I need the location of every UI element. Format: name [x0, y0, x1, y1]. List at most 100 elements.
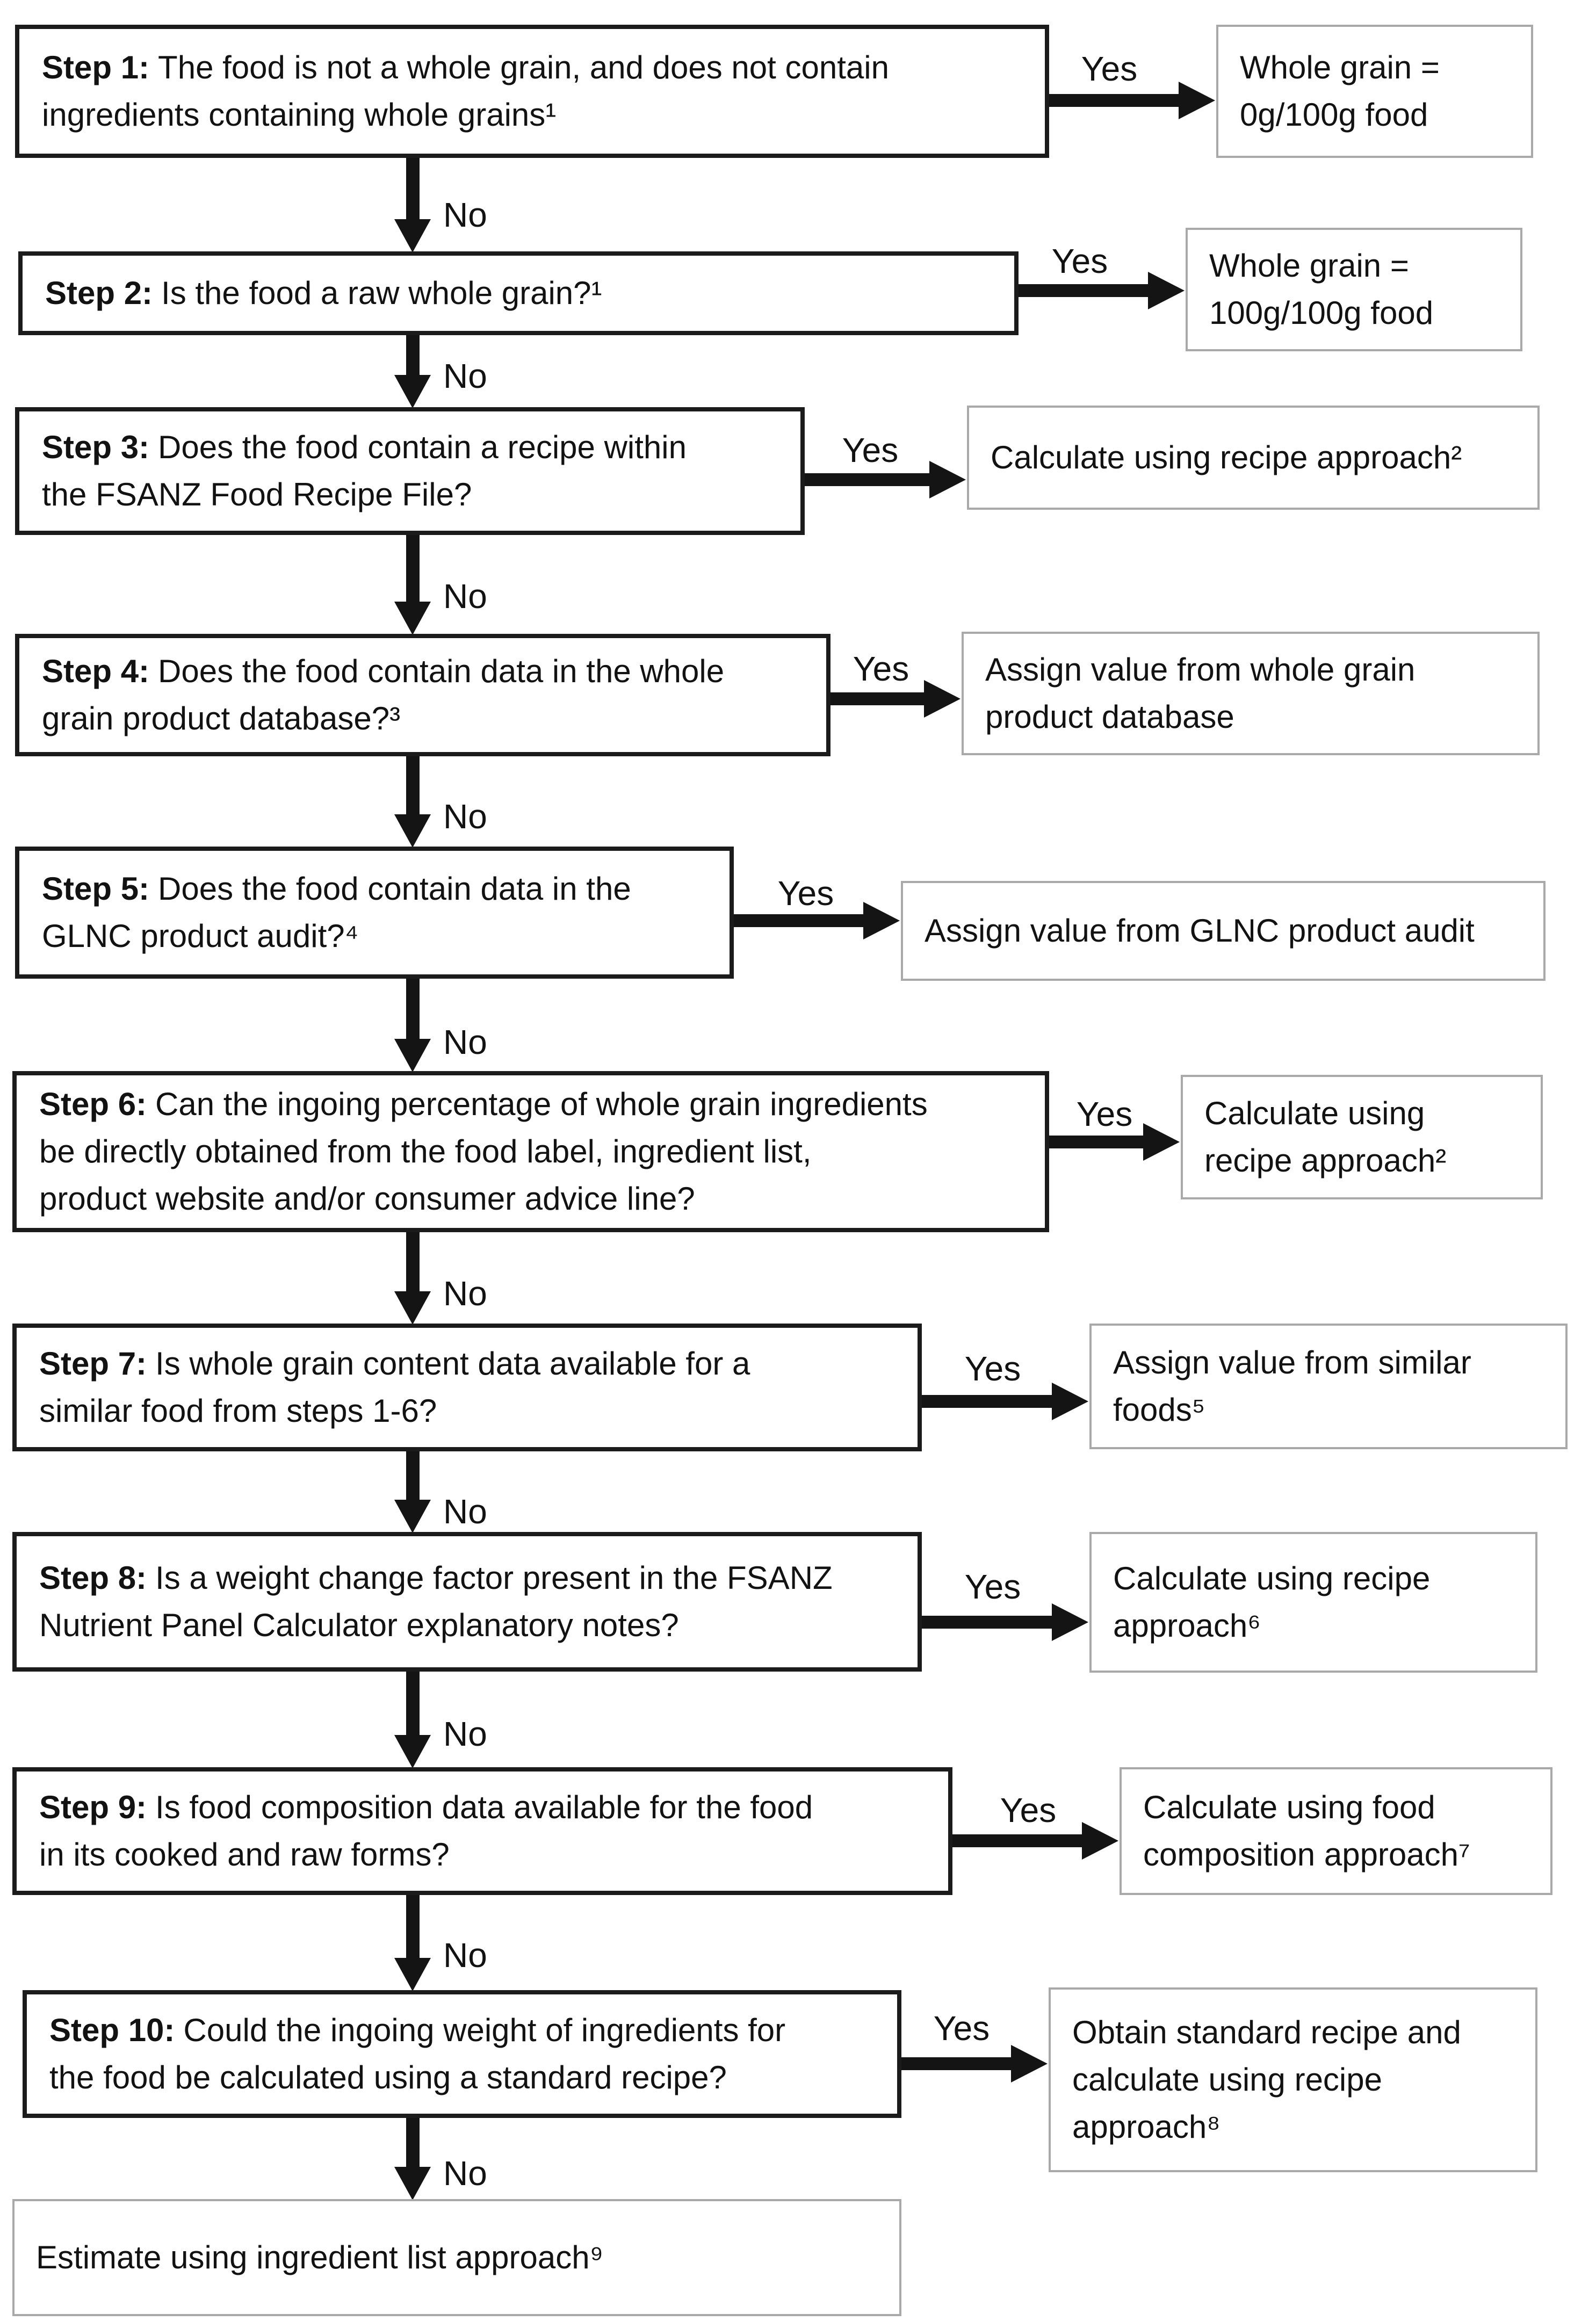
step-number-label: Step 8:: [39, 1560, 147, 1596]
step-number-label: Step 3:: [42, 429, 150, 465]
yes-label: Yes: [964, 1349, 1021, 1388]
question-text: ingredients containing whole grains¹: [42, 97, 557, 133]
step-7-question-box: Step 7:Is whole grain content data avail…: [12, 1324, 922, 1451]
question-line: the FSANZ Food Recipe File?: [42, 471, 797, 518]
question-text: Is food composition data available for t…: [155, 1789, 813, 1825]
question-text: The food is not a whole grain, and does …: [158, 49, 889, 85]
no-label: No: [443, 1936, 487, 1975]
step-2-result-box: Whole grain = 100g/100g food: [1186, 228, 1522, 351]
question-line: Step 7:Is whole grain content data avail…: [39, 1340, 914, 1387]
question-line: Step 10:Could the ingoing weight of ingr…: [49, 2007, 894, 2054]
question-line: be directly obtained from the food label…: [39, 1128, 1042, 1175]
question-text: Can the ingoing percentage of whole grai…: [155, 1086, 928, 1122]
result-line: calculate using recipe: [1072, 2062, 1383, 2098]
question-text: Does the food contain data in the whole: [158, 653, 725, 689]
no-arrow-head: [394, 219, 431, 252]
result-line: approach⁸: [1072, 2109, 1221, 2145]
no-arrow-shaft: [406, 756, 420, 818]
step-number-label: Step 5:: [42, 871, 150, 907]
question-line: ingredients containing whole grains¹: [42, 91, 1042, 139]
no-arrow-head: [394, 1958, 431, 1991]
yes-arrow-shaft: [1049, 1136, 1146, 1148]
no-arrow-shaft: [406, 1232, 420, 1295]
question-line: the food be calculated using a standard …: [49, 2054, 894, 2101]
result-line: recipe approach²: [1204, 1143, 1447, 1178]
step-number-label: Step 6:: [39, 1086, 147, 1122]
question-text: Nutrient Panel Calculator explanatory no…: [39, 1607, 679, 1643]
result-line: Calculate using food: [1143, 1789, 1435, 1825]
question-line: Step 9:Is food composition data availabl…: [39, 1784, 945, 1831]
no-arrow-head: [394, 1735, 431, 1768]
no-arrow-head: [394, 602, 431, 635]
no-arrow-shaft: [406, 2118, 420, 2170]
result-line: Calculate using recipe: [1113, 1560, 1431, 1596]
step-1-question-box: Step 1:The food is not a whole grain, an…: [15, 25, 1049, 158]
no-label: No: [443, 1492, 487, 1531]
yes-arrow-head: [1082, 1822, 1118, 1860]
question-line: Step 8:Is a weight change factor present…: [39, 1554, 914, 1602]
result-line: 100g/100g food: [1209, 295, 1434, 331]
result-line: 0g/100g food: [1240, 97, 1428, 133]
no-arrow-shaft: [406, 1451, 420, 1503]
step-9-question-box: Step 9:Is food composition data availabl…: [12, 1767, 952, 1895]
result-line: approach⁶: [1113, 1608, 1261, 1644]
yes-arrow-shaft: [734, 914, 866, 927]
yes-label: Yes: [964, 1567, 1021, 1606]
yes-arrow-head: [1052, 1383, 1088, 1420]
result-line: Assign value from whole grain: [985, 652, 1416, 688]
question-text: GLNC product audit?⁴: [42, 918, 359, 954]
result-line: Obtain standard recipe and: [1072, 2014, 1461, 2050]
question-text: in its cooked and raw forms?: [39, 1836, 450, 1872]
step-1-result-box: Whole grain = 0g/100g food: [1216, 25, 1533, 158]
yes-arrow-head: [1143, 1123, 1180, 1161]
no-arrow-shaft: [406, 158, 420, 222]
step-10-question-box: Step 10:Could the ingoing weight of ingr…: [23, 1990, 901, 2118]
question-line: similar food from steps 1-6?: [39, 1387, 914, 1435]
yes-arrow-shaft: [922, 1616, 1055, 1629]
question-text: be directly obtained from the food label…: [39, 1133, 812, 1169]
result-line: Assign value from GLNC product audit: [925, 913, 1475, 949]
step-10-result-box: Obtain standard recipe and calculate usin…: [1049, 1987, 1537, 2172]
yes-arrow-head: [929, 461, 966, 498]
question-text: Could the ingoing weight of ingredients …: [183, 2012, 786, 2048]
final-box: Estimate using ingredient list approach⁹: [12, 2199, 901, 2316]
yes-label: Yes: [777, 874, 834, 913]
yes-arrow-head: [1179, 82, 1215, 119]
yes-label: Yes: [933, 2009, 990, 2048]
yes-arrow-head: [924, 680, 961, 718]
step-3-result-box: Calculate using recipe approach²: [967, 406, 1540, 510]
yes-arrow-shaft: [831, 692, 927, 705]
question-line: Step 6:Can the ingoing percentage of who…: [39, 1081, 1042, 1128]
step-6-question-box: Step 6:Can the ingoing percentage of who…: [12, 1071, 1049, 1232]
result-line: foods⁵: [1113, 1392, 1205, 1428]
question-text: product website and/or consumer advice l…: [39, 1181, 695, 1217]
question-text: Does the food contain data in the: [158, 871, 631, 907]
question-text: the food be calculated using a standard …: [49, 2059, 727, 2095]
no-arrow-head: [394, 1500, 431, 1533]
no-arrow-head: [394, 1291, 431, 1325]
question-line: in its cooked and raw forms?: [39, 1831, 945, 1878]
yes-arrow-shaft: [901, 2057, 1014, 2070]
no-arrow-head: [394, 375, 431, 408]
question-line: product website and/or consumer advice l…: [39, 1175, 1042, 1223]
no-label: No: [443, 357, 487, 395]
result-line: Whole grain =: [1240, 49, 1440, 85]
result-line: Whole grain =: [1209, 248, 1409, 284]
yes-label: Yes: [853, 649, 909, 688]
step-number-label: Step 2:: [45, 275, 153, 311]
question-text: Does the food contain a recipe within: [158, 429, 687, 465]
step-5-result-box: Assign value from GLNC product audit: [901, 881, 1546, 981]
question-text: Is a weight change factor present in the…: [155, 1560, 833, 1596]
step-3-question-box: Step 3:Does the food contain a recipe wi…: [15, 407, 805, 535]
yes-arrow-shaft: [805, 473, 933, 486]
no-arrow-head: [394, 814, 431, 848]
result-line: Calculate using recipe approach²: [991, 439, 1462, 475]
no-label: No: [443, 797, 487, 836]
question-text: Is whole grain content data available fo…: [155, 1346, 750, 1382]
step-number-label: Step 9:: [39, 1789, 147, 1825]
step-number-label: Step 7:: [39, 1346, 147, 1382]
